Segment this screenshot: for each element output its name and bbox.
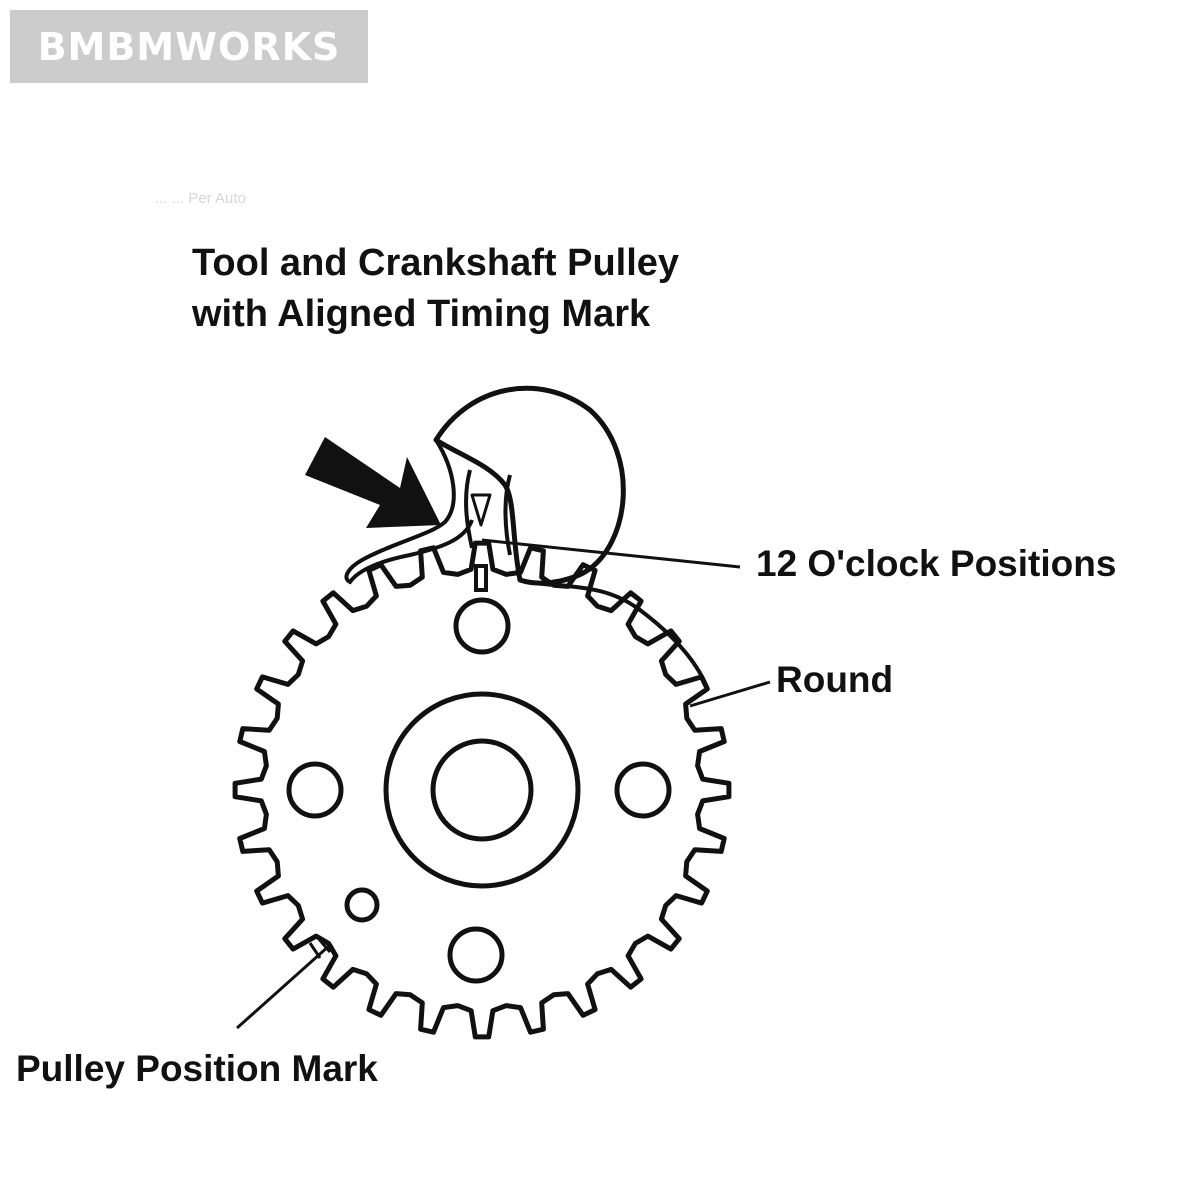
callout-12-oclock-positions: 12 O'clock Positions bbox=[756, 543, 1117, 584]
pulley-hub-bore bbox=[430, 738, 534, 842]
timing-tool-inner-slot bbox=[464, 469, 512, 556]
bolt-hole-right bbox=[614, 761, 672, 819]
pulley-timing-mark bbox=[474, 564, 488, 592]
timing-tool-arm bbox=[344, 438, 710, 691]
watermark-text: BMBMWORKS bbox=[37, 24, 341, 69]
timing-tool-icon bbox=[433, 385, 626, 586]
title-line-2: with Aligned Timing Mark bbox=[192, 293, 651, 335]
watermark-badge: BMBMWORKS bbox=[10, 10, 368, 83]
diagram-title: Tool and Crankshaft Pulley with Aligned … bbox=[192, 238, 679, 340]
arrow-icon bbox=[305, 437, 441, 528]
locating-hole-small bbox=[344, 887, 380, 923]
pulley-hub-outer bbox=[383, 691, 581, 889]
pulley-mark-tick-1 bbox=[308, 942, 322, 959]
bolt-hole-top bbox=[453, 597, 511, 655]
sprocket-icon bbox=[232, 540, 732, 1040]
callout-pulley-position-mark: Pulley Position Mark bbox=[16, 1048, 378, 1089]
tool-timing-pointer bbox=[470, 493, 492, 527]
leader-line-12oclock bbox=[481, 538, 741, 569]
bolt-hole-bottom bbox=[447, 926, 505, 984]
leader-line-pulley-mark bbox=[236, 943, 331, 1030]
leader-line-round bbox=[689, 680, 771, 708]
callout-round: Round bbox=[776, 659, 894, 700]
title-line-1: Tool and Crankshaft Pulley bbox=[192, 242, 680, 284]
faint-caption: ... ... Per Auto bbox=[155, 190, 246, 207]
bolt-hole-left bbox=[286, 761, 344, 819]
pulley-mark-tick-2 bbox=[316, 937, 332, 953]
